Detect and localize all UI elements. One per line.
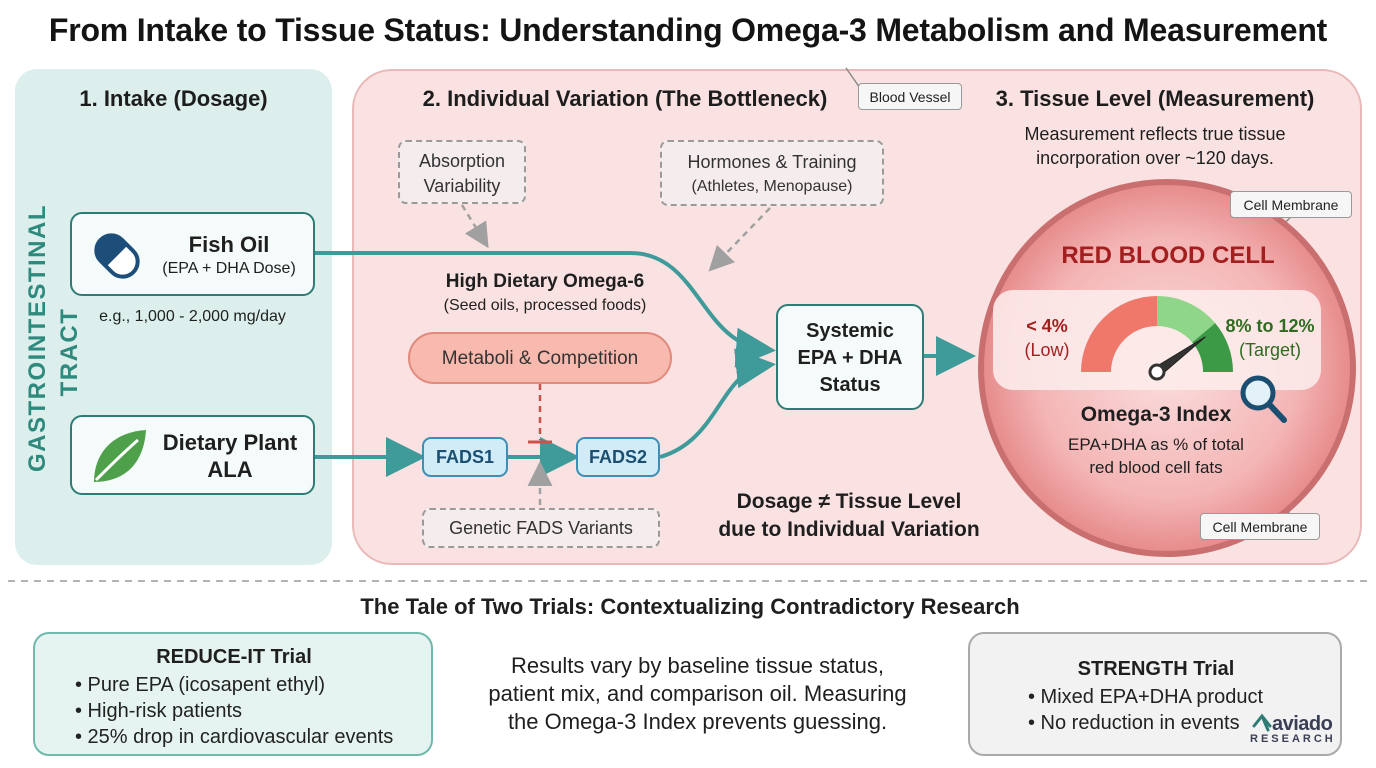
gauge-panel xyxy=(993,290,1321,390)
reduce-it-bullet: • High-risk patients xyxy=(75,700,243,722)
index-desc2: red blood cell fats xyxy=(1089,458,1223,477)
capsule-icon xyxy=(94,233,140,279)
systemic-line3: Status xyxy=(819,374,881,396)
dosage-note-line1: Dosage ≠ Tissue Level xyxy=(736,490,962,513)
fish-oil-name: Fish Oil xyxy=(188,232,270,257)
intake-heading: 1. Intake (Dosage) xyxy=(79,86,268,111)
fish-oil-box: Fish Oil (EPA + DHA Dose) xyxy=(70,212,315,296)
fish-oil-detail: (EPA + DHA Dose) xyxy=(162,260,296,277)
reduce-it-card: REDUCE-IT Trial • Pure EPA (icosapent et… xyxy=(33,632,433,756)
strength-bullet: • Mixed EPA+DHA product xyxy=(1028,686,1264,708)
systemic-line1: Systemic xyxy=(806,320,894,342)
tissue-note-line2: incorporation over ~120 days. xyxy=(1036,148,1274,168)
cell-membrane-bottom-tag: Cell Membrane xyxy=(1200,513,1320,540)
competition-pill: Metaboli & Competition xyxy=(408,332,672,384)
plant-line2: ALA xyxy=(207,457,253,482)
omega6-subtitle: (Seed oils, processed foods) xyxy=(443,297,647,314)
hormones-arrow xyxy=(708,207,771,272)
hormones-box: Hormones & Training (Athletes, Menopause… xyxy=(660,140,884,206)
trials-heading: The Tale of Two Trials: Contextualizing … xyxy=(360,594,1020,619)
blood-vessel-tag: Blood Vessel xyxy=(858,83,962,110)
plant-ala-box: Dietary Plant ALA xyxy=(70,415,315,495)
fads1-box: FADS1 xyxy=(422,437,508,477)
blood-vessel-pointer xyxy=(845,67,861,89)
omega6-title: High Dietary Omega-6 xyxy=(445,271,645,292)
systemic-line2: EPA + DHA xyxy=(797,347,903,369)
tissue-heading: 3. Tissue Level (Measurement) xyxy=(995,86,1315,111)
trials-note-line2: patient mix, and comparison oil. Measuri… xyxy=(488,681,907,706)
fads2-flow-arrow xyxy=(659,348,776,459)
dosage-note-line2: due to Individual Variation xyxy=(718,518,980,541)
absorption-line2: Variability xyxy=(423,176,501,196)
strength-card: STRENGTH Trial • Mixed EPA+DHA product •… xyxy=(968,632,1342,756)
tissue-note-line1: Measurement reflects true tissue xyxy=(1024,124,1286,144)
variation-heading: 2. Individual Variation (The Bottleneck) xyxy=(422,86,828,111)
page-title: From Intake to Tissue Status: Understand… xyxy=(48,12,1328,48)
trials-note-line1: Results vary by baseline tissue status, xyxy=(511,653,884,678)
gauge-hub xyxy=(1148,363,1166,381)
fish-oil-dose: e.g., 1,000 - 2,000 mg/day xyxy=(99,308,286,325)
absorption-arrow xyxy=(460,204,489,249)
genetic-fads-box: Genetic FADS Variants xyxy=(422,508,660,548)
gauge-low-segment xyxy=(1081,296,1157,372)
cell-membrane-top-tag: Cell Membrane xyxy=(1230,191,1352,218)
logo-sub: RESEARCH xyxy=(1250,733,1336,745)
fads2-box: FADS2 xyxy=(576,437,660,477)
gauge-mid-segment xyxy=(1157,296,1216,343)
reduce-it-title: REDUCE-IT Trial xyxy=(156,646,312,668)
gauge-high-segment xyxy=(1192,323,1233,372)
reduce-it-bullet: • 25% drop in cardiovascular events xyxy=(75,726,394,748)
strength-bullet: • No reduction in events xyxy=(1028,712,1240,734)
hormones-line1: Hormones & Training xyxy=(687,152,857,172)
reduce-it-bullet: • Pure EPA (icosapent ethyl) xyxy=(75,674,326,696)
low-label: (Low) xyxy=(1024,340,1070,360)
index-title: Omega-3 Index xyxy=(1080,403,1232,426)
low-value: < 4% xyxy=(1026,316,1068,336)
leaf-icon xyxy=(94,430,146,482)
fish-oil-flow-arrow xyxy=(314,251,776,368)
index-desc1: EPA+DHA as % of total xyxy=(1068,435,1244,454)
absorption-box: Absorption Variability xyxy=(398,140,526,204)
strength-title: STRENGTH Trial xyxy=(1077,658,1235,680)
hormones-line2: (Athletes, Menopause) xyxy=(691,178,853,195)
rbc-title: RED BLOOD CELL xyxy=(1061,242,1275,269)
plant-line1: Dietary Plant xyxy=(162,430,298,455)
logo-name: aviado xyxy=(1272,713,1333,735)
target-value: 8% to 12% xyxy=(1225,316,1315,336)
systemic-status-box: Systemic EPA + DHA Status xyxy=(776,304,924,410)
absorption-line1: Absorption xyxy=(418,151,506,171)
trials-note-line3: the Omega-3 Index prevents guessing. xyxy=(507,709,888,734)
target-label: (Target) xyxy=(1238,340,1301,360)
